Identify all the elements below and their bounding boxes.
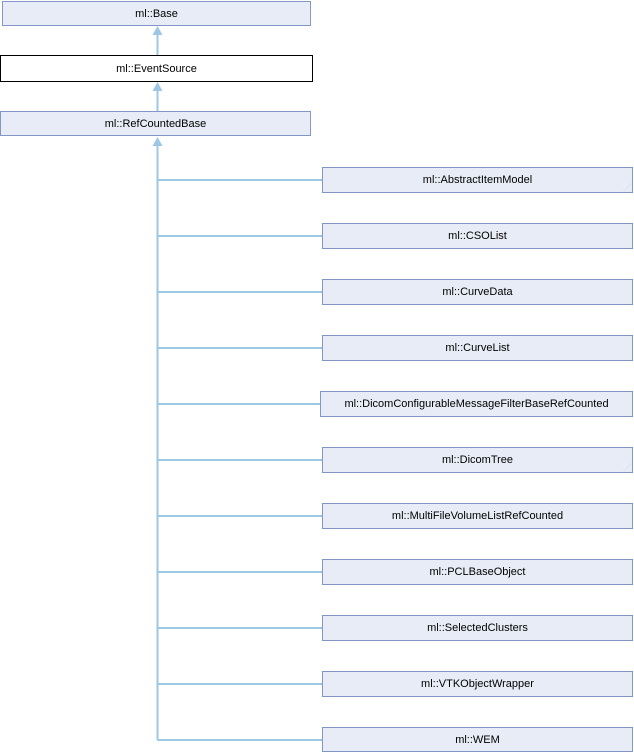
class-node-label: ml::CurveList <box>445 342 510 354</box>
arrowhead-into-base <box>152 26 163 35</box>
class-node-label: ml::PCLBaseObject <box>429 566 526 578</box>
class-node-abstractitemmodel[interactable]: ml::AbstractItemModel <box>322 167 633 193</box>
class-node-dicomtree[interactable]: ml::DicomTree <box>322 447 633 473</box>
arrowhead-into-refcountedbase <box>152 137 163 146</box>
class-node-multifilevolumelistrefcounted[interactable]: ml::MultiFileVolumeListRefCounted <box>322 503 633 529</box>
class-node-label: ml::WEM <box>455 733 500 746</box>
class-node-curvelist[interactable]: ml::CurveList <box>322 335 633 361</box>
class-node-label: ml::DicomTree <box>441 454 514 466</box>
class-node-label: ml::CurveData <box>442 286 513 298</box>
class-node-label: ml::CSOList <box>448 230 507 242</box>
class-node-label: ml::EventSource <box>116 62 197 75</box>
class-node-label: ml::VTKObjectWrapper <box>421 678 534 690</box>
class-node-pclbaseobject[interactable]: ml::PCLBaseObject <box>322 559 633 585</box>
class-node-vtkobjectwrapper[interactable]: ml::VTKObjectWrapper <box>322 671 633 697</box>
class-node-label: ml::RefCountedBase <box>104 117 207 130</box>
class-node-label: ml::SelectedClusters <box>427 622 528 634</box>
class-node-label: ml::AbstractItemModel <box>422 174 533 186</box>
class-node-eventsource[interactable]: ml::EventSource <box>0 55 313 82</box>
class-node-label: ml::DicomConfigurableMessageFilterBaseRe… <box>344 398 609 410</box>
class-node-base[interactable]: ml::Base <box>2 1 311 26</box>
class-node-curvedata[interactable]: ml::CurveData <box>322 279 633 305</box>
class-node-refcountedbase[interactable]: ml::RefCountedBase <box>0 111 311 136</box>
arrowhead-into-eventsource <box>152 82 163 91</box>
class-node-label: ml::MultiFileVolumeListRefCounted <box>391 510 564 522</box>
class-node-dicomconfigurablemessagefilterbaserefcounted[interactable]: ml::DicomConfigurableMessageFilterBaseRe… <box>320 391 633 417</box>
class-node-wem[interactable]: ml::WEM <box>322 727 633 752</box>
class-node-csolist[interactable]: ml::CSOList <box>322 223 633 249</box>
class-node-label: ml::Base <box>135 7 178 20</box>
class-node-selectedclusters[interactable]: ml::SelectedClusters <box>322 615 633 641</box>
